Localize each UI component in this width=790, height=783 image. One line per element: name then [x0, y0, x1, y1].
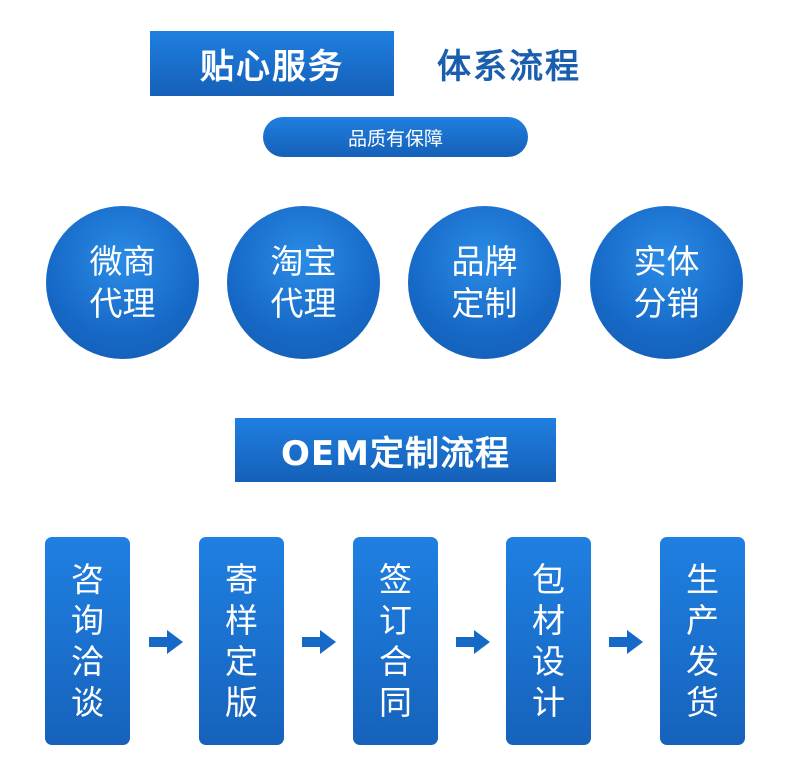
step-char: 发	[686, 642, 719, 681]
step-char: 材	[532, 601, 565, 640]
service-line1: 品牌	[451, 241, 518, 281]
subtitle-pill: 品质有保障	[263, 117, 528, 157]
step-char: 同	[379, 683, 412, 722]
step-char: 定	[225, 642, 258, 681]
arrow-right-icon	[302, 630, 336, 654]
service-line2: 定制	[451, 283, 518, 323]
step-char: 生	[686, 560, 719, 599]
step-char: 货	[686, 683, 719, 722]
oem-banner: OEM定制流程	[235, 418, 556, 482]
step-char: 合	[379, 642, 412, 681]
step-char: 样	[225, 601, 258, 640]
service-circle-wechat-agent: 微商 代理	[46, 206, 199, 359]
service-circle-taobao-agent: 淘宝 代理	[227, 206, 380, 359]
subtitle-text: 品质有保障	[347, 127, 443, 150]
oem-title-text: OEM定制流程	[281, 433, 510, 474]
service-line2: 分销	[633, 283, 700, 323]
step-char: 订	[379, 601, 412, 640]
step-char: 洽	[71, 642, 104, 681]
step-sample-proofing: 寄 样 定 版	[199, 537, 284, 745]
step-char: 谈	[71, 683, 104, 722]
step-sign-contract: 签 订 合 同	[353, 537, 438, 745]
step-char: 版	[225, 683, 258, 722]
arrow-right-icon	[609, 630, 643, 654]
step-char: 咨	[71, 560, 104, 599]
service-circle-brand-custom: 品牌 定制	[408, 206, 561, 359]
step-char: 签	[379, 560, 412, 599]
step-char: 寄	[225, 560, 258, 599]
arrow-right-icon	[149, 630, 183, 654]
step-packaging-design: 包 材 设 计	[506, 537, 591, 745]
service-circle-retail-distribution: 实体 分销	[590, 206, 743, 359]
title-right-text: 体系流程	[437, 47, 581, 87]
arrow-right-icon	[456, 630, 490, 654]
service-line1: 实体	[633, 241, 700, 281]
service-line2: 代理	[89, 283, 156, 323]
step-char: 包	[532, 560, 565, 599]
service-line1: 微商	[89, 241, 156, 281]
step-char: 计	[532, 683, 565, 722]
step-production-shipping: 生 产 发 货	[660, 537, 745, 745]
title-left-text: 贴心服务	[200, 47, 344, 87]
service-line1: 淘宝	[270, 241, 337, 281]
step-char: 产	[686, 601, 719, 640]
title-banner: 贴心服务	[150, 31, 394, 96]
step-char: 询	[71, 601, 104, 640]
service-line2: 代理	[270, 283, 337, 323]
step-consultation: 咨 询 洽 谈	[45, 537, 130, 745]
step-char: 设	[532, 642, 565, 681]
